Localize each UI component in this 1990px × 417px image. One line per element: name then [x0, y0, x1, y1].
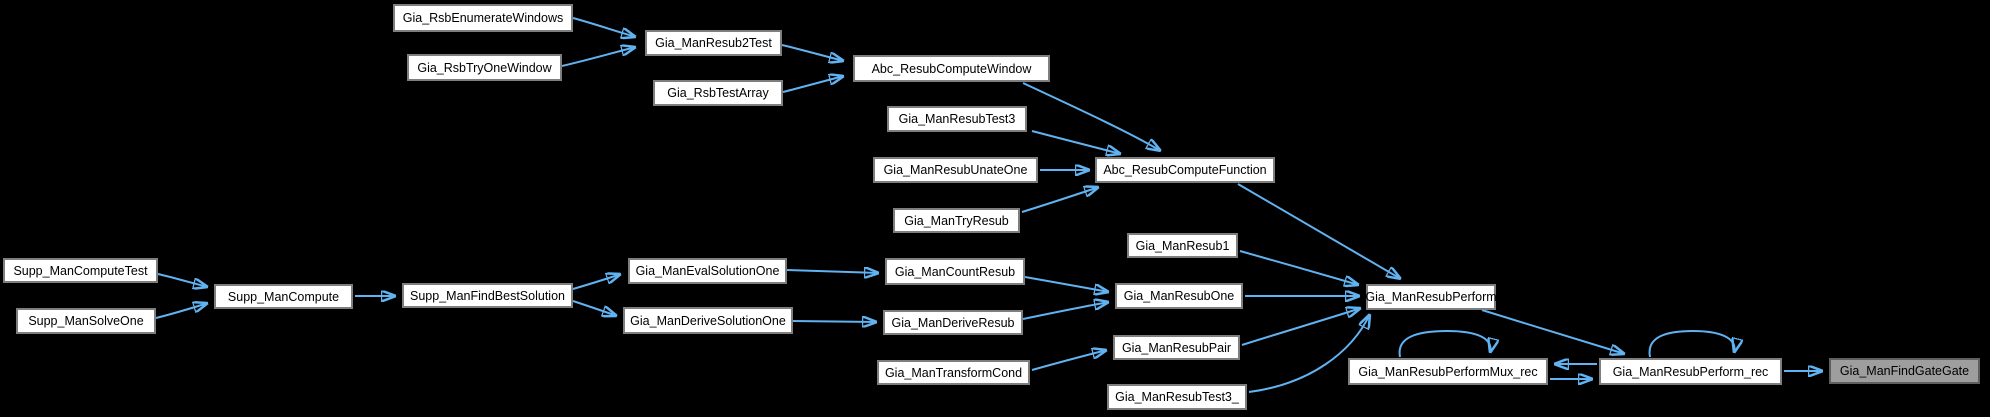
- edge-GiaManEvalSolutionOne-to-GiaManCountResub: [786, 270, 879, 273]
- node-Gia_ManResubTest3[interactable]: Gia_ManResubTest3: [887, 106, 1027, 132]
- node-Gia_ManFindGateGate[interactable]: Gia_ManFindGateGate: [1829, 358, 1980, 384]
- edge-SuppManComputeTest-to-SuppManCompute: [157, 273, 208, 287]
- node-Gia_RsbEnumerateWindows[interactable]: Gia_RsbEnumerateWindows: [393, 4, 573, 32]
- edge-GiaManCountResub-to-GiaManResubOne: [1024, 276, 1109, 292]
- edge-GiaManResub1-to-GiaManResubPerform: [1239, 250, 1359, 285]
- edge-SuppManFindBestSolution-to-GiaManDeriveSolutionOne: [572, 300, 617, 316]
- node-Supp_ManSolveOne[interactable]: Supp_ManSolveOne: [16, 308, 156, 334]
- node-Gia_ManDeriveSolutionOne[interactable]: Gia_ManDeriveSolutionOne: [623, 307, 793, 334]
- edge-GiaManTransformCond-to-GiaManResubPair: [1031, 350, 1107, 371]
- node-Gia_RsbTestArray[interactable]: Gia_RsbTestArray: [653, 80, 783, 106]
- node-Gia_ManResubPerform_rec[interactable]: Gia_ManResubPerform_rec: [1599, 358, 1782, 385]
- node-Supp_ManFindBestSolution[interactable]: Supp_ManFindBestSolution: [402, 283, 573, 308]
- node-Gia_ManResub2Test[interactable]: Gia_ManResub2Test: [645, 30, 782, 56]
- edge-GiaRsbTryOneWindow-to-GiaManResub2Test: [561, 47, 636, 67]
- edge-GiaManDeriveSolutionOne-to-GiaManDeriveResub: [792, 321, 877, 322]
- node-Abc_ResubComputeWindow[interactable]: Abc_ResubComputeWindow: [853, 55, 1050, 82]
- edge-selfloop-GiaManResubPerformRec: [1648, 329, 1735, 358]
- edge-SuppManFindBestSolution-to-GiaManEvalSolutionOne: [572, 274, 621, 290]
- node-Gia_ManTransformCond[interactable]: Gia_ManTransformCond: [877, 360, 1030, 385]
- edge-GiaManResubTest3-to-AbcResubComputeFunction: [1031, 130, 1121, 154]
- node-Gia_ManResubOne[interactable]: Gia_ManResubOne: [1115, 283, 1243, 309]
- node-Gia_ManResubPair[interactable]: Gia_ManResubPair: [1113, 335, 1240, 360]
- node-Abc_ResubComputeFunction[interactable]: Abc_ResubComputeFunction: [1095, 157, 1275, 183]
- edge-SuppManSolveOne-to-SuppManCompute: [155, 303, 208, 319]
- node-Gia_ManEvalSolutionOne[interactable]: Gia_ManEvalSolutionOne: [628, 258, 787, 284]
- node-Gia_ManResubTest3_[interactable]: Gia_ManResubTest3_: [1107, 384, 1247, 410]
- node-Gia_ManResubPerformMux_rec[interactable]: Gia_ManResubPerformMux_rec: [1348, 358, 1548, 385]
- node-Gia_ManTryResub[interactable]: Gia_ManTryResub: [893, 208, 1020, 233]
- edge-GiaManResubPair-to-GiaManResubPerform: [1241, 308, 1361, 346]
- node-Supp_ManCompute[interactable]: Supp_ManCompute: [214, 284, 353, 309]
- node-Supp_ManComputeTest[interactable]: Supp_ManComputeTest: [3, 258, 158, 283]
- node-Gia_RsbTryOneWindow[interactable]: Gia_RsbTryOneWindow: [407, 54, 562, 81]
- node-Gia_ManDeriveResub[interactable]: Gia_ManDeriveResub: [883, 310, 1023, 335]
- node-Gia_ManResubPerform[interactable]: Gia_ManResubPerform: [1365, 284, 1497, 310]
- edge-GiaRsbTestArray-to-AbcResubComputeWindow: [782, 76, 844, 93]
- edge-selfloop-GiaManResubPerformMuxRec: [1398, 329, 1491, 358]
- edge-GiaRsbEnumerateWindows-to-GiaManResub2Test: [572, 17, 636, 37]
- edge-AbcResubComputeFunction-to-GiaManResubPerform: [1237, 183, 1401, 279]
- edge-GiaManResub2Test-to-AbcResubComputeWindow: [781, 44, 844, 61]
- node-Gia_ManResub1[interactable]: Gia_ManResub1: [1127, 233, 1238, 258]
- edge-GiaManTryResub-to-AbcResubComputeFunction: [1021, 187, 1099, 213]
- edge-GiaManResubTest3_-to-GiaManResubPerform: [1248, 314, 1370, 393]
- edge-GiaManResubPerform-to-GiaManResubPerformRec: [1481, 309, 1625, 354]
- node-Gia_ManCountResub[interactable]: Gia_ManCountResub: [885, 258, 1025, 285]
- edge-AbcResubComputeWindow-to-AbcResubComputeFunction: [1022, 82, 1161, 151]
- edge-GiaManDeriveResub-to-GiaManResubOne: [1022, 302, 1109, 320]
- node-Gia_ManResubUnateOne[interactable]: Gia_ManResubUnateOne: [873, 157, 1038, 183]
